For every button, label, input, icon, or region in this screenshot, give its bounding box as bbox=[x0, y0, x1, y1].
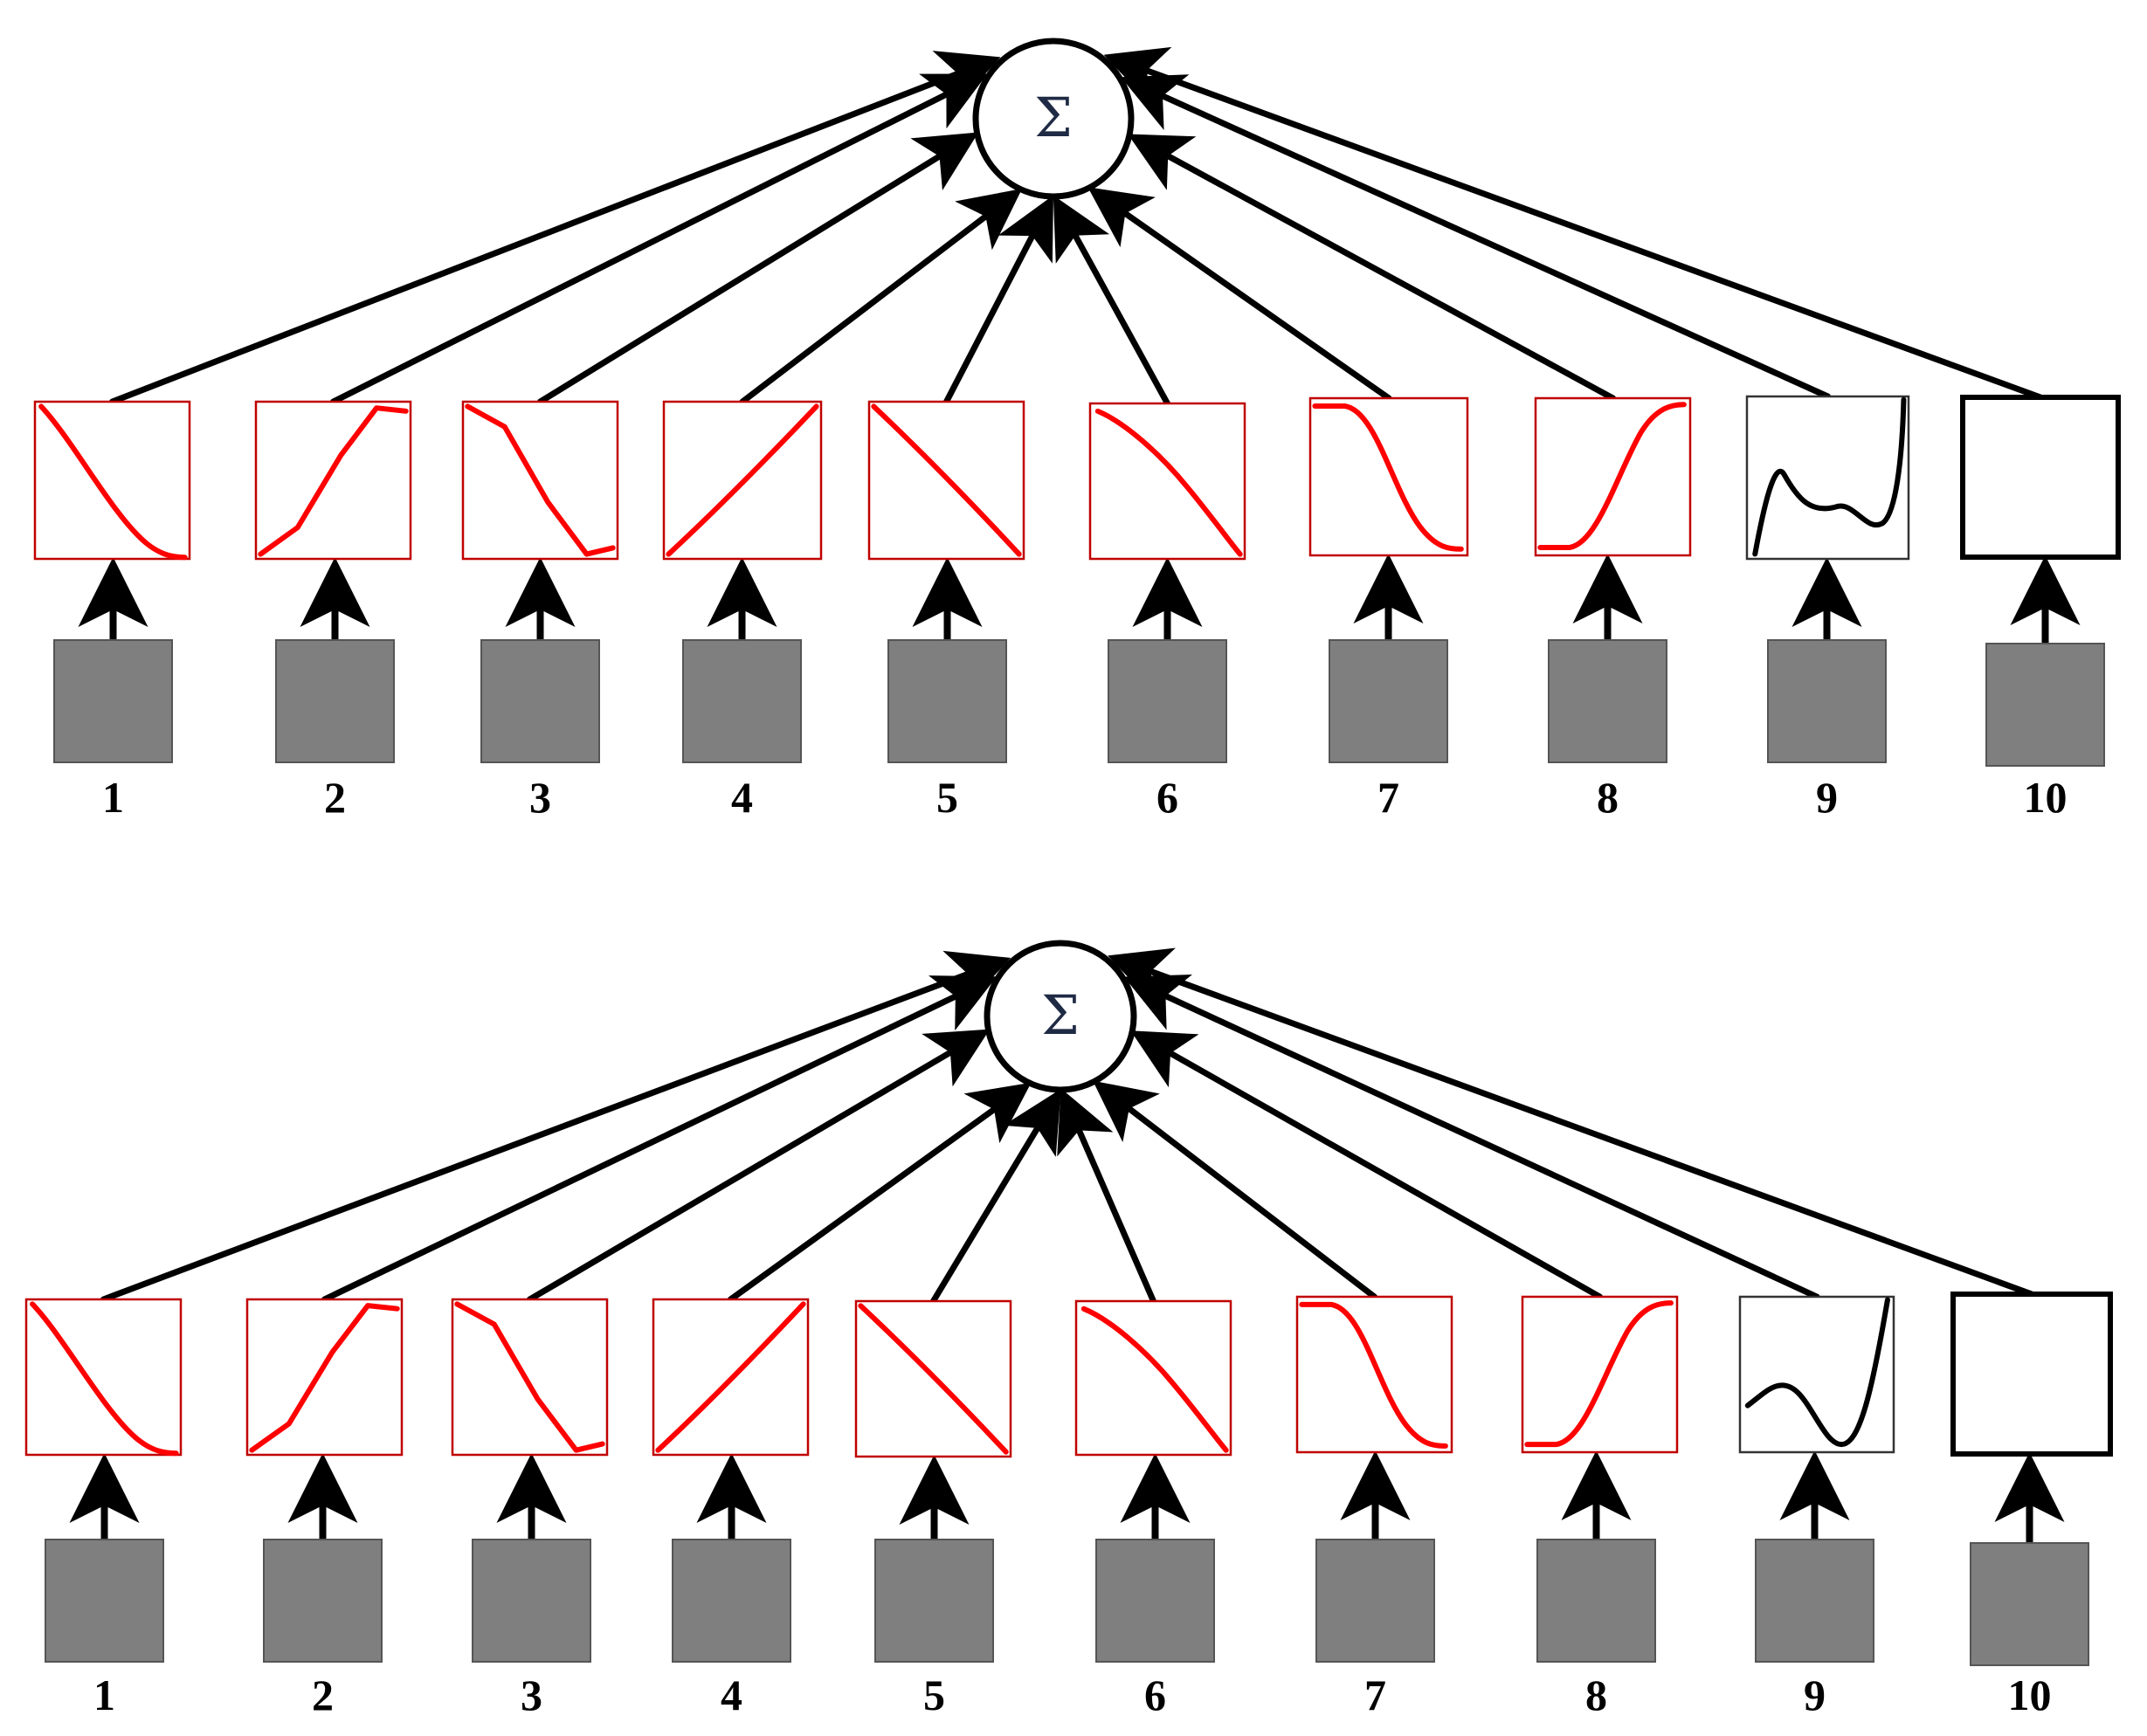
input-label-9: 9 bbox=[1804, 1671, 1826, 1719]
shape-curve-2 bbox=[252, 1305, 397, 1450]
input-label-6: 6 bbox=[1144, 1671, 1166, 1719]
input-label-1: 1 bbox=[102, 773, 124, 822]
input-label-2: 2 bbox=[324, 773, 346, 822]
shape-curve-1 bbox=[32, 1304, 176, 1453]
input-box-2 bbox=[275, 639, 395, 763]
input-box-10 bbox=[1970, 1542, 2089, 1666]
connector-arrow-7 bbox=[1093, 1080, 1377, 1300]
input-box-5 bbox=[887, 639, 1007, 763]
input-label-10: 10 bbox=[2024, 773, 2068, 822]
shape-curve-3 bbox=[457, 1304, 602, 1450]
input-box-3 bbox=[472, 1539, 591, 1663]
input-box-10 bbox=[1985, 643, 2105, 767]
connector-arrow-3 bbox=[537, 132, 979, 405]
input-label-8: 8 bbox=[1585, 1671, 1607, 1719]
input-box-1 bbox=[53, 639, 173, 763]
input-box-8 bbox=[1548, 639, 1667, 763]
input-box-8 bbox=[1536, 1539, 1656, 1663]
function-box-7 bbox=[1295, 1295, 1453, 1454]
connector-arrow-8 bbox=[1128, 134, 1616, 402]
function-box-6 bbox=[1074, 1299, 1232, 1457]
function-box-2 bbox=[245, 1298, 404, 1457]
input-label-5: 5 bbox=[936, 773, 958, 822]
input-box-6 bbox=[1095, 1539, 1215, 1663]
function-box-9 bbox=[1738, 1295, 1895, 1454]
connector-arrow-4 bbox=[728, 1082, 1032, 1303]
connector-arrow-1 bbox=[109, 51, 1001, 405]
connector-arrow-3 bbox=[527, 1029, 991, 1303]
model-panel-bottom: 1 2 3 4 5 6 7 8 9 10 Σ bbox=[26, 943, 2110, 1719]
input-label-8: 8 bbox=[1597, 773, 1619, 822]
input-box-4 bbox=[672, 1539, 791, 1663]
connector-arrow-9 bbox=[1123, 975, 1820, 1300]
function-box-7 bbox=[1308, 396, 1469, 557]
function-box-10 bbox=[1950, 1292, 2113, 1457]
input-box-4 bbox=[682, 639, 802, 763]
shape-curve-4 bbox=[668, 406, 816, 554]
model-panel-top: 1 2 3 4 5 6 7 8 9 10 Σ bbox=[35, 41, 2118, 822]
shape-curve-9 bbox=[1748, 1300, 1888, 1445]
shape-curve-2 bbox=[260, 408, 405, 554]
shape-curve-9 bbox=[1755, 400, 1903, 555]
shape-curve-7 bbox=[1301, 1305, 1446, 1446]
input-box-2 bbox=[263, 1539, 383, 1663]
input-box-3 bbox=[480, 639, 600, 763]
shape-curve-1 bbox=[41, 406, 185, 557]
connector-arrow-2 bbox=[330, 73, 988, 405]
function-box-10 bbox=[1960, 395, 2121, 560]
input-label-4: 4 bbox=[731, 773, 753, 822]
shape-curve-7 bbox=[1315, 406, 1460, 549]
function-box-9 bbox=[1745, 395, 1910, 561]
function-box-3 bbox=[451, 1298, 609, 1457]
shape-curve-5 bbox=[860, 1305, 1005, 1451]
input-label-10: 10 bbox=[2008, 1671, 2052, 1719]
connector-arrow-7 bbox=[1087, 187, 1392, 402]
input-label-7: 7 bbox=[1377, 773, 1399, 822]
function-box-3 bbox=[461, 400, 619, 561]
function-box-8 bbox=[1534, 396, 1692, 557]
input-label-5: 5 bbox=[923, 1671, 945, 1719]
input-label-1: 1 bbox=[93, 1671, 115, 1719]
input-label-4: 4 bbox=[721, 1671, 742, 1719]
sum-symbol: Σ bbox=[1034, 86, 1073, 149]
function-box-2 bbox=[254, 400, 412, 561]
shape-curve-4 bbox=[658, 1304, 803, 1450]
connector-arrow-9 bbox=[1121, 74, 1831, 400]
input-label-2: 2 bbox=[312, 1671, 334, 1719]
connector-arrow-1 bbox=[100, 950, 1011, 1303]
input-box-9 bbox=[1767, 639, 1887, 763]
function-box-8 bbox=[1521, 1295, 1679, 1454]
connector-arrow-10 bbox=[1103, 46, 2044, 401]
shape-curve-6 bbox=[1098, 411, 1240, 555]
connector-arrow-2 bbox=[321, 975, 998, 1303]
sum-node bbox=[972, 38, 1135, 200]
input-box-5 bbox=[874, 1539, 994, 1663]
input-label-7: 7 bbox=[1364, 1671, 1386, 1719]
sum-symbol: Σ bbox=[1041, 983, 1080, 1047]
input-label-3: 3 bbox=[521, 1671, 542, 1719]
shape-curve-8 bbox=[1527, 1303, 1671, 1444]
sum-node bbox=[984, 940, 1137, 1093]
input-label-3: 3 bbox=[529, 773, 551, 822]
connector-arrow-6 bbox=[1057, 1088, 1156, 1305]
shape-curve-8 bbox=[1540, 404, 1684, 548]
input-box-7 bbox=[1315, 1539, 1435, 1663]
input-box-1 bbox=[45, 1539, 164, 1663]
connector-arrow-5 bbox=[943, 195, 1053, 405]
input-box-9 bbox=[1755, 1539, 1874, 1663]
connector-arrow-5 bbox=[930, 1088, 1061, 1305]
connector-arrow-4 bbox=[739, 188, 1023, 405]
input-label-6: 6 bbox=[1156, 773, 1178, 822]
input-label-9: 9 bbox=[1816, 773, 1838, 822]
connector-arrow-10 bbox=[1108, 947, 2035, 1298]
function-box-6 bbox=[1088, 402, 1246, 561]
input-box-6 bbox=[1108, 639, 1227, 763]
connector-arrow-6 bbox=[1053, 195, 1170, 407]
shape-curve-6 bbox=[1084, 1309, 1226, 1450]
shape-curve-3 bbox=[467, 406, 612, 554]
connector-arrow-8 bbox=[1130, 1030, 1603, 1300]
input-box-7 bbox=[1329, 639, 1448, 763]
shape-curve-5 bbox=[873, 406, 1018, 554]
